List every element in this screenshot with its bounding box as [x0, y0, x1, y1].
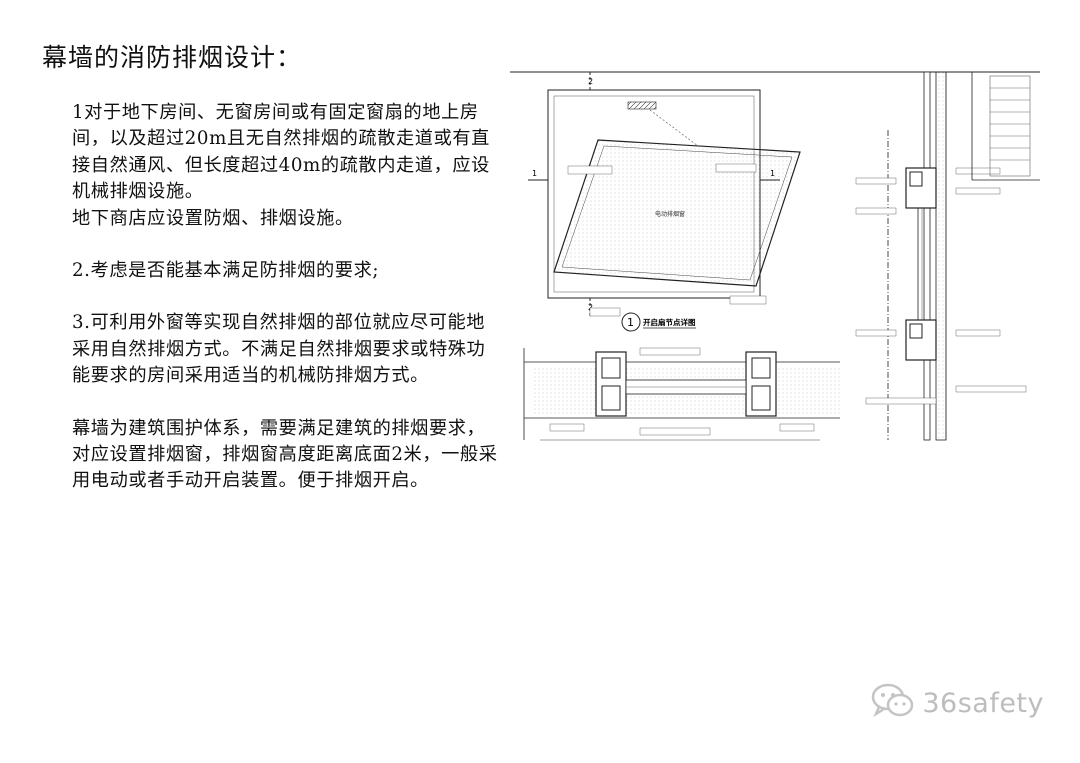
- body-text: 1对于地下房间、无窗房间或有固定窗扇的地上房间，以及超过20m且无自然排烟的疏散…: [72, 100, 500, 495]
- paragraph-1b: 地下商店应设置防烟、排烟设施。: [72, 207, 354, 229]
- cad-drawing: 1 1 2 2 电动排烟窗 1 开启扇节点详图: [510, 68, 1040, 460]
- cad-drawing-svg: 1 1 2 2 电动排烟窗 1 开启扇节点详图: [510, 71, 1040, 441]
- elevation-view: 1 1 2 2 电动排烟窗 1 开启扇节点详图: [528, 72, 801, 332]
- page-title: 幕墙的消防排烟设计：: [42, 43, 303, 72]
- title-block: [971, 72, 1040, 181]
- axis-mark-left: 1: [532, 169, 537, 178]
- detail-callout-circle: [621, 312, 641, 332]
- detail-callout-number: 1: [627, 316, 634, 329]
- detail-title: 开启扇节点详图: [643, 317, 696, 327]
- section-mark-top: 2: [588, 77, 593, 86]
- watermark-text: 36safety: [922, 687, 1044, 719]
- watermark: 36safety: [870, 681, 1044, 725]
- paragraph-1: 1对于地下房间、无窗房间或有固定窗扇的地上房间，以及超过20m且无自然排烟的疏散…: [72, 102, 490, 203]
- smoke-window-glass: [553, 139, 801, 287]
- section-mark-bottom: 2: [588, 303, 593, 312]
- paragraph-4: 幕墙为建筑围护体系，需要满足建筑的排烟要求，对应设置排烟窗，排烟窗高度距离底面2…: [72, 417, 498, 492]
- paragraph-3: 3.可利用外窗等实现自然排烟的部位就应尽可能地采用自然排烟方式。不满足自然排烟要…: [72, 312, 486, 387]
- wechat-icon: [870, 681, 916, 725]
- vertical-section-detail: [855, 71, 1027, 441]
- plan-section-detail: [523, 347, 840, 441]
- window-label: 电动排烟窗: [655, 210, 685, 218]
- paragraph-2: 2.考虑是否能基本满足防排烟的要求;: [72, 260, 380, 282]
